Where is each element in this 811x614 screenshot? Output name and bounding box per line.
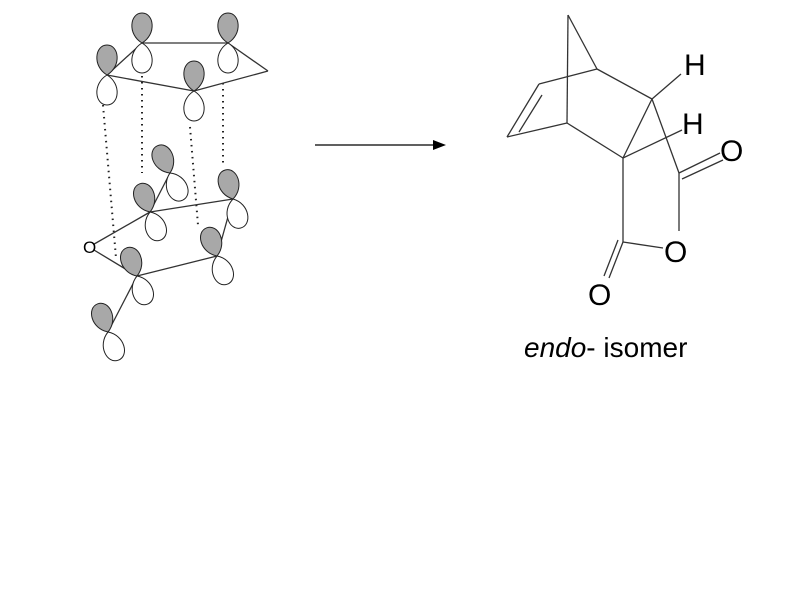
reaction-arrow (315, 140, 446, 150)
endo-product-structure: H H O O O endo- isomer (506, 14, 743, 363)
p-orbital-icon (183, 60, 205, 122)
bond-line (193, 70, 269, 92)
p-orbital-icon (151, 144, 189, 202)
p-orbital-icon (217, 169, 249, 229)
bond-line (106, 74, 195, 92)
orbital-overlap-dashes (102, 76, 224, 259)
p-orbital-icon (131, 12, 153, 74)
bond-line (136, 255, 218, 277)
caption-endo: endo (524, 332, 586, 363)
bond-line (227, 42, 269, 72)
carbonyl-oxygen-bottom-label: O (588, 279, 611, 312)
overlap-dash-line (189, 126, 199, 226)
p-orbital-icon (217, 12, 239, 74)
ring-oxygen-label: O (83, 238, 96, 257)
caption-isomer: - isomer (586, 332, 687, 363)
transition-state-orbital-diagram: O (83, 12, 269, 362)
product-caption: endo- isomer (524, 332, 687, 363)
p-orbital-icon (120, 246, 154, 306)
p-orbital-icon (133, 182, 167, 242)
carbonyl-oxygen-top-label: O (720, 135, 743, 168)
p-orbital-icon (96, 44, 118, 106)
ring-oxygen-atom (83, 241, 95, 253)
p-orbitals (91, 12, 249, 362)
p-orbital-icon (200, 226, 234, 286)
bond-line (88, 211, 151, 248)
p-orbital-icon (91, 302, 125, 362)
hydrogen-label-top: H (684, 49, 706, 82)
ring-oxygen-label-product: O (664, 236, 687, 269)
arrowhead-icon (433, 140, 446, 150)
hydrogen-label-bottom: H (682, 108, 704, 141)
bond-line (149, 198, 234, 213)
